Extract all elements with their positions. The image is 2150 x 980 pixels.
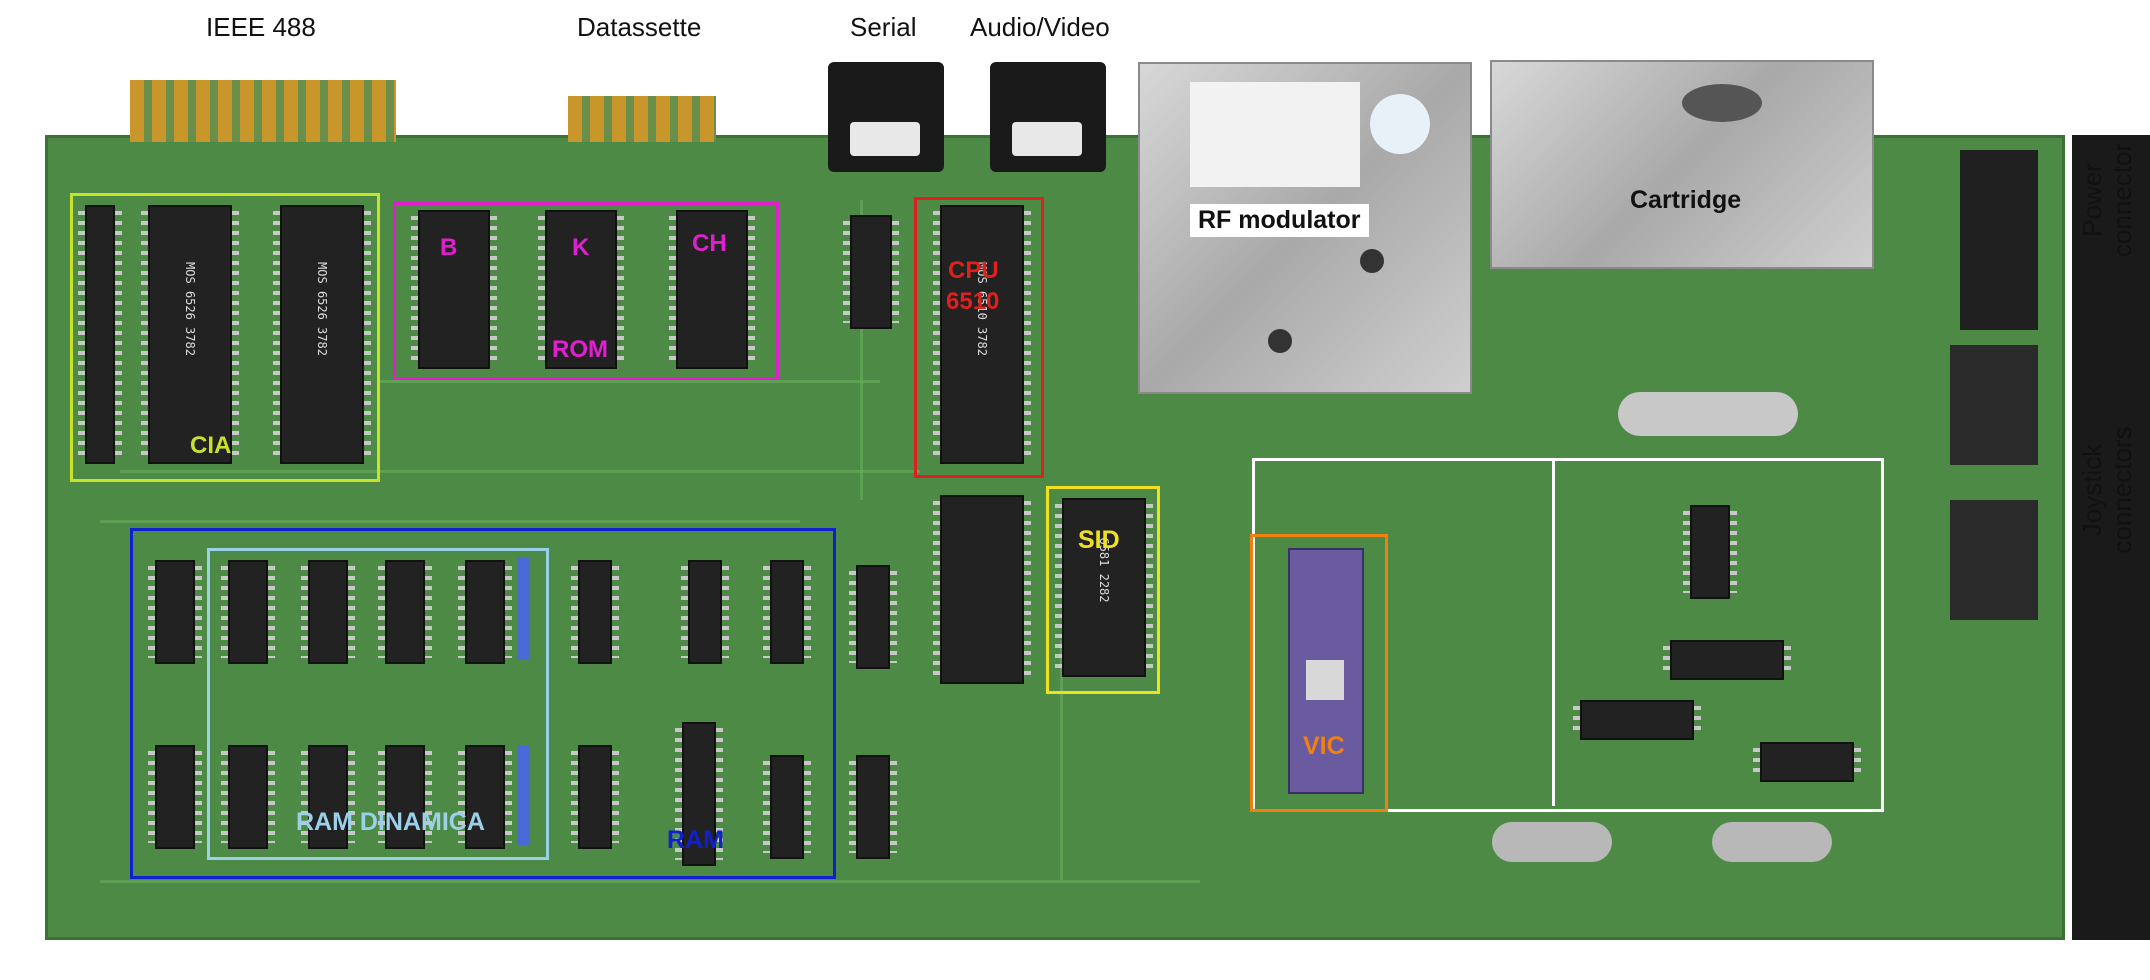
ram-chip	[148, 745, 202, 849]
electrolytic-capacitor	[1618, 392, 1798, 436]
ram-chip	[378, 560, 432, 664]
trace	[380, 380, 880, 383]
ram-chip	[458, 745, 512, 849]
logic-chip	[1573, 700, 1701, 740]
logic-chip	[849, 755, 897, 859]
cia-chip-1: MOS 6526 3782	[141, 205, 239, 464]
vic-chip	[1288, 548, 1364, 794]
datassette-edge-connector	[568, 96, 716, 142]
vic-highlight-box	[1250, 534, 1388, 812]
ram-chip	[763, 560, 811, 664]
ram-chip	[681, 560, 729, 664]
power-connector	[1960, 150, 2038, 330]
ram-chip	[301, 745, 355, 849]
ram-chip	[458, 560, 512, 664]
ram-chip	[301, 560, 355, 664]
ram-chip	[148, 560, 202, 664]
rom-b-label: B	[440, 234, 458, 261]
rom-basic-chip	[411, 210, 497, 369]
ram-chip	[378, 745, 432, 849]
trace	[120, 470, 920, 473]
cpu-label-line2: 6510	[946, 288, 1000, 315]
board-right-edge	[2072, 135, 2150, 940]
ram-chip	[221, 560, 275, 664]
rf-modulator-label: RF modulator	[1190, 204, 1369, 237]
trace	[100, 520, 800, 523]
rom-kernal-chip	[538, 210, 624, 369]
ram-dinamica-label: RAM DINAMICA	[296, 808, 485, 836]
vic-chip-lid	[1306, 660, 1344, 700]
ram-chip	[571, 560, 619, 664]
pla-chip	[933, 495, 1031, 684]
rom-ch-label: CH	[692, 230, 727, 257]
rom-chargen-chip	[669, 210, 755, 369]
logic-chip	[843, 215, 899, 329]
rom-k-label: K	[572, 234, 590, 261]
ram-label: RAM	[667, 826, 724, 854]
logic-chip	[1753, 742, 1861, 782]
cia-chip-2: MOS 6526 3782	[273, 205, 371, 464]
uk-sticker	[1370, 94, 1430, 154]
trace	[100, 880, 1200, 883]
video-output-section-box	[1252, 458, 1884, 812]
video-section-divider	[1552, 458, 1555, 806]
datassette-label: Datassette	[577, 12, 702, 42]
cartridge-label: Cartridge	[1630, 186, 1742, 214]
trace	[1060, 640, 1063, 880]
joystick-port-2	[1950, 500, 2038, 620]
ieee488-label: IEEE 488	[206, 12, 316, 42]
cpu-chip: MOS 6510 3782	[933, 205, 1031, 464]
cartridge-port-shield	[1490, 60, 1874, 269]
rf-modulator-sticker	[1190, 82, 1360, 187]
passed-qc-sticker	[1682, 84, 1762, 122]
electrolytic-capacitor	[1712, 822, 1832, 862]
av-din-socket	[1012, 122, 1082, 156]
capacitor	[517, 558, 529, 660]
cpu-label-line1: CPU	[948, 257, 999, 284]
rom-label: ROM	[552, 336, 608, 363]
sid-label: SID	[1078, 526, 1120, 554]
logic-chip	[849, 565, 897, 669]
cia-highlight-box	[70, 193, 380, 482]
cpu-highlight-box	[914, 197, 1044, 478]
serial-din-connector	[828, 62, 944, 172]
audio-video-label: Audio/Video	[970, 12, 1110, 42]
vic-label: VIC	[1303, 732, 1345, 760]
ram-dinamica-highlight-box	[207, 548, 549, 860]
screw-hole	[1360, 249, 1384, 273]
serial-din-socket	[850, 122, 920, 156]
capacitor	[517, 745, 529, 845]
logic-chip	[1663, 640, 1791, 680]
electrolytic-capacitor	[1492, 822, 1612, 862]
ram-highlight-box	[130, 528, 836, 879]
sid-highlight-box	[1046, 486, 1160, 694]
cia-label: CIA	[190, 432, 232, 459]
ram-chip	[571, 745, 619, 849]
serial-label: Serial	[850, 12, 917, 42]
screw-hole	[1268, 329, 1292, 353]
trace	[860, 200, 863, 500]
rom-highlight-box	[393, 202, 779, 380]
ieee488-edge-connector	[130, 80, 396, 142]
ram-chip	[221, 745, 275, 849]
ram-chip	[763, 755, 811, 859]
cia-socket-strip	[78, 205, 122, 464]
ram-chip	[675, 722, 723, 866]
logic-chip	[1683, 505, 1737, 599]
av-din-connector	[990, 62, 1106, 172]
joystick-port-1	[1950, 345, 2038, 465]
sid-chip: 6581 2282	[1055, 498, 1153, 677]
